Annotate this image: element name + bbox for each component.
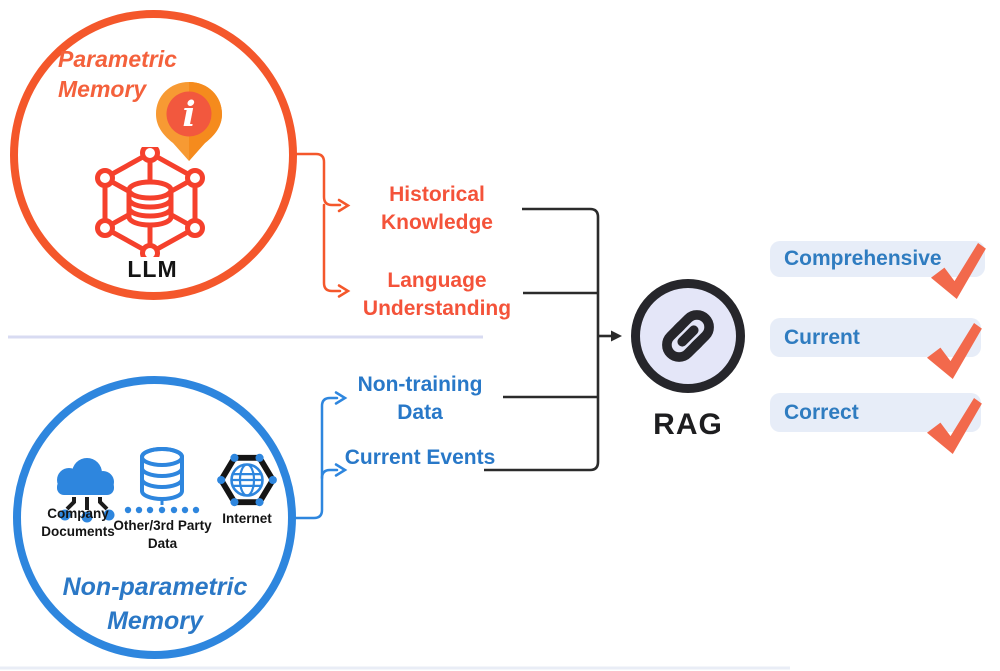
info-pin-icon: i xyxy=(156,82,222,161)
llm-label: LLM xyxy=(127,256,178,282)
nonparametric-bracket xyxy=(290,391,348,520)
flow-label-non-training-data: Non-training Data xyxy=(357,373,483,424)
source-label-other-data: Other/3rd Party Data xyxy=(113,518,212,552)
database-icon xyxy=(140,447,184,505)
benefit-pill-comprehensive: Comprehensive xyxy=(770,241,986,299)
rag-join-lines xyxy=(484,207,611,472)
nonparametric-memory-title: Non-parametric Memory xyxy=(62,573,248,635)
flow-label-historical-knowledge: Historical Knowledge xyxy=(380,183,493,234)
svg-text:i: i xyxy=(182,94,195,135)
parametric-bracket xyxy=(295,152,351,298)
benefit-label: Correct xyxy=(784,401,859,424)
source-label-company-documents: Company Documents xyxy=(41,506,115,540)
chain-link-icon xyxy=(662,310,714,362)
flow-label-current-events: Current Events xyxy=(344,446,496,469)
cloud-documents-icon xyxy=(57,458,115,523)
nonparametric-memory-circle xyxy=(13,376,296,659)
database-dots xyxy=(124,506,200,514)
rag-node xyxy=(631,279,745,393)
checkmark-icon xyxy=(927,398,982,454)
llm-network-icon xyxy=(95,147,205,257)
internet-globe-icon xyxy=(217,453,277,507)
rag-arrowhead xyxy=(611,330,622,342)
checkmark-icon xyxy=(931,243,986,299)
benefit-pill-correct: Correct xyxy=(770,393,982,454)
checkmark-icon xyxy=(927,323,982,379)
benefit-label: Current xyxy=(784,326,860,349)
benefit-label: Comprehensive xyxy=(784,247,942,270)
benefit-pill-current: Current xyxy=(770,318,982,379)
source-label-internet: Internet xyxy=(222,511,272,526)
rag-label: RAG xyxy=(653,408,723,441)
parametric-memory-title: Parametric Memory xyxy=(58,46,177,103)
flow-label-language-understanding: Language Understanding xyxy=(362,269,512,320)
